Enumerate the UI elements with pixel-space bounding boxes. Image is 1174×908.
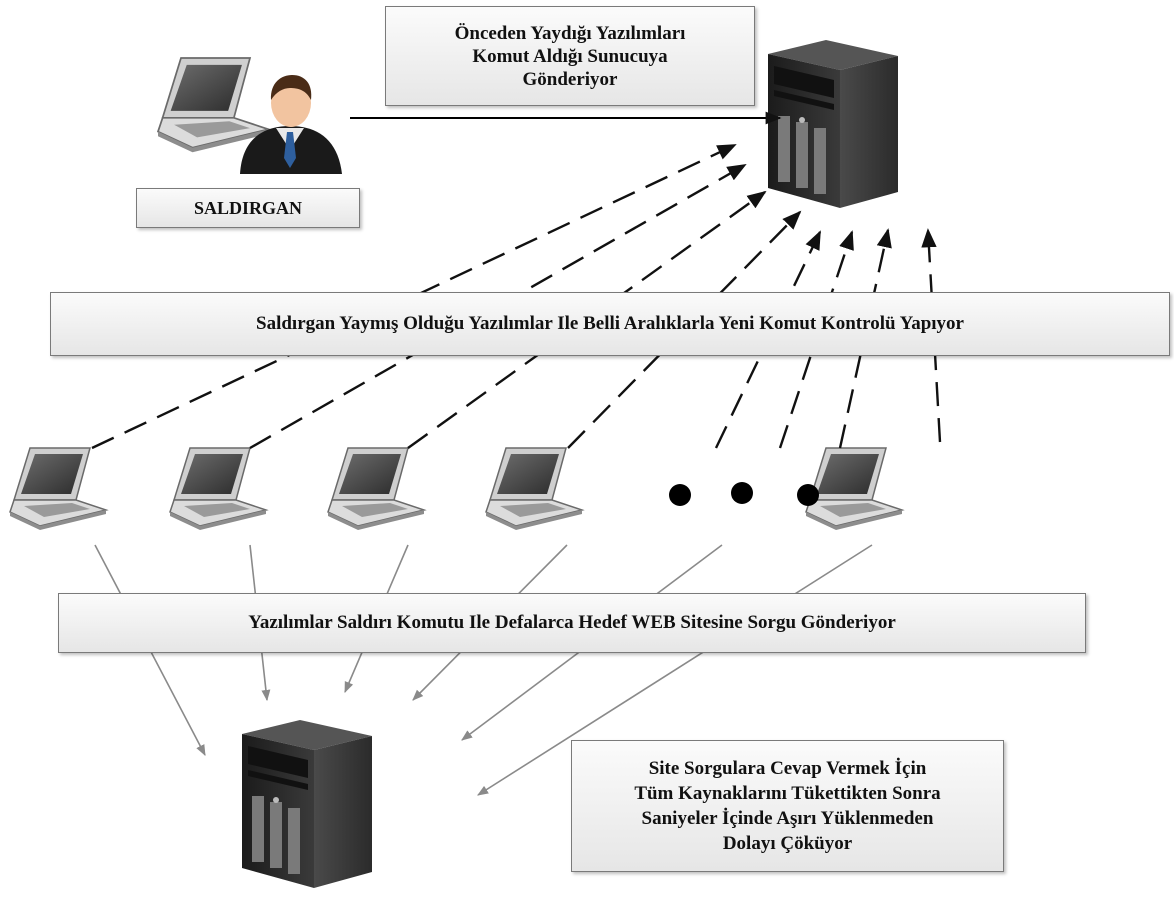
target-server-icon [242,720,372,888]
bot-laptop-icon [485,447,583,531]
attacker-label: SALDIRGAN [136,188,360,228]
attacker-person-icon [240,75,342,174]
attacker-laptop-icon [157,57,270,154]
bot-laptop-icon [805,447,903,531]
bot-laptop-icon [169,447,267,531]
command-check-note: Saldırgan Yaymış Olduğu Yazılımlar Ile B… [50,292,1170,356]
site-crash-note: Site Sorgulara Cevap Vermek İçin Tüm Kay… [571,740,1004,872]
ellipsis-dots [669,482,819,506]
bot-laptop-icon [327,447,425,531]
attack-query-note: Yazılımlar Saldırı Komutu Ile Defalarca … [58,593,1086,653]
spread-software-note: Önceden Yaydığı Yazılımları Komut Aldığı… [385,6,755,106]
bot-laptop-icon [9,447,107,531]
command-server-icon [768,40,898,208]
